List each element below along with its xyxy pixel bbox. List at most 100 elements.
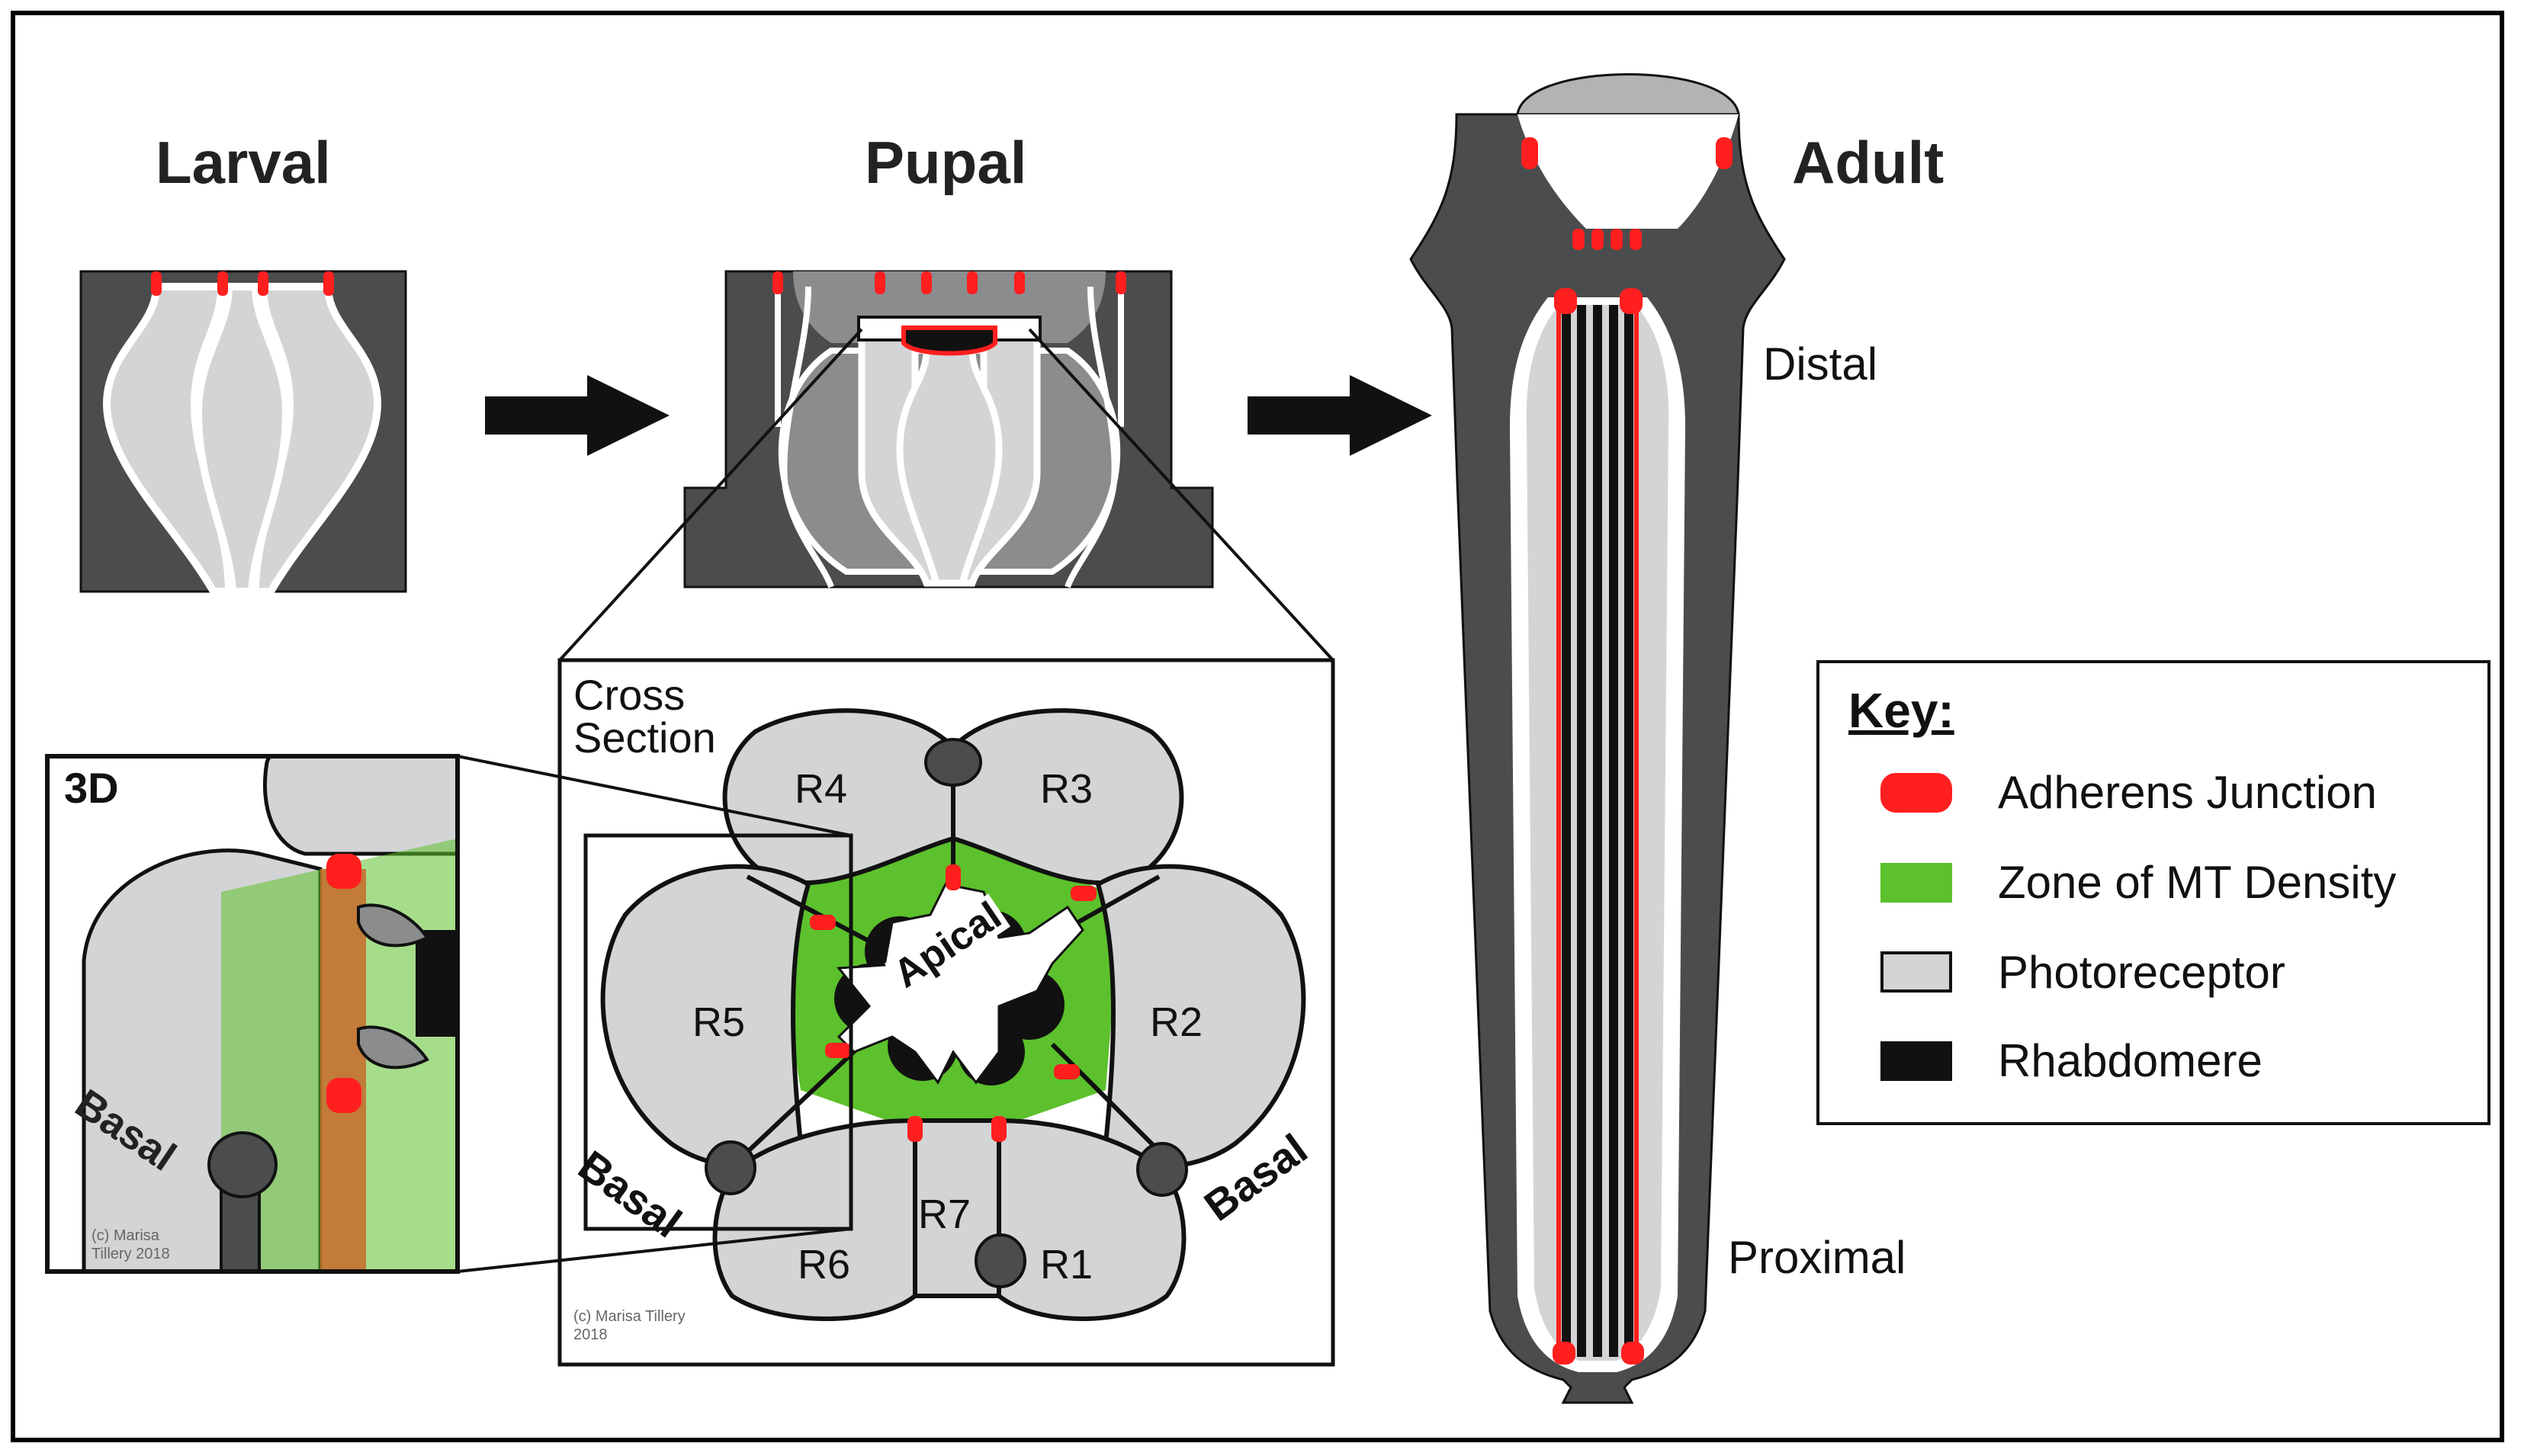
zoom-line-left [558,328,863,662]
figure-frame [11,11,2504,1442]
key-swatch-adherens-junction [1880,773,1952,813]
adherens-junction [217,271,228,296]
stage-title-adult: Adult [1792,129,1945,196]
apical-surface [837,883,1084,1085]
cross-section-title-1: Cross [573,671,686,719]
label-r5: R5 [692,999,746,1045]
key-label-adherens-junction: Adherens Junction [1998,767,2377,818]
label-distal: Distal [1763,338,1878,390]
key-swatch-mt-density [1880,863,1952,903]
adherens-junction [151,271,162,296]
key-label-rhabdomere: Rhabdomere [1998,1035,2262,1086]
adherens-junction [1572,229,1585,250]
adherens-junction [258,271,268,296]
adult-diagram [1409,73,1786,1404]
adherens-junction [326,1078,361,1113]
adherens-junction [967,271,978,294]
nucleus [207,1131,278,1198]
adherens-junction [1611,229,1623,250]
nucleus [705,1140,756,1195]
label-r6: R6 [798,1242,851,1288]
stage-title-pupal: Pupal [865,129,1027,196]
adherens-junction [1521,137,1538,169]
three-d-cell-protrusion [357,903,429,948]
pupal-diagram [683,270,1214,588]
adherens-junction [825,1043,851,1058]
adherens-junction [1071,886,1097,901]
pupal-outer-cells [775,286,1124,588]
pupal-apical-zone [901,326,997,356]
stage-title-larval: Larval [156,129,331,196]
cross-section-cells [600,708,1306,1321]
three-d-credit-2: Tillery 2018 [92,1246,170,1262]
three-d-junction-band [320,869,366,1272]
key-title: Key: [1848,683,1954,738]
cross-section-credit-1: (c) Marisa Tillery [573,1308,686,1325]
adherens-junction [810,915,836,930]
three-d-panel [45,754,460,1274]
arrow-larval-to-pupal [485,375,670,456]
cell-r5 [600,864,811,1169]
adult-rhabdomeres [1562,305,1633,1357]
key-swatch-rhabdomere [1880,1041,1952,1081]
adherens-junction [921,271,932,294]
adult-red-borders [1556,305,1639,1357]
zoom-box [583,833,853,1231]
cross-section-nuclei [705,738,1188,1288]
adult-cornea [1516,73,1740,116]
adherens-junction [323,271,334,296]
larval-diagram [79,270,407,595]
adherens-junction [991,1116,1007,1142]
label-r4: R4 [795,766,848,812]
adherens-junction [1014,271,1025,294]
adherens-junction [875,271,885,294]
zoom-line-3d-bottom [457,1227,852,1273]
adherens-junction [907,1116,923,1142]
three-d-frame [45,754,460,1274]
label-r3: R3 [1040,766,1094,812]
arrow-pupal-to-adult [1248,375,1432,456]
adherens-junction [1716,137,1733,169]
larval-photoreceptors [102,283,382,595]
zoom-line-right [1028,328,1334,662]
adherens-junction [946,864,961,890]
key-label-photoreceptor: Photoreceptor [1998,947,2285,998]
pupal-junctions [772,271,1126,294]
adherens-junction [1553,1342,1575,1365]
cell-r4 [722,708,955,886]
label-r7: R7 [918,1191,971,1237]
three-d-cell-top [262,756,458,856]
adherens-junction [1620,288,1643,314]
cell-r3 [951,708,1184,886]
three-d-rhabdomere [416,930,458,1037]
cross-section-credit-2: 2018 [573,1326,608,1343]
three-d-title: 3D [59,767,124,810]
key-swatch-photoreceptor [1880,951,1952,993]
key-label-mt-density: Zone of MT Density [1998,857,2397,908]
nucleus [975,1233,1026,1288]
three-d-credit-1: (c) Marisa [92,1227,159,1244]
adherens-junction [1054,1064,1080,1079]
adult-junctions [1521,137,1733,1365]
key-panel [1816,660,2490,1125]
adherens-junction [1621,1342,1644,1365]
adherens-junction [1591,229,1604,250]
three-d-cell-protrusion [357,1025,429,1070]
cross-section-panel [557,658,1335,1367]
nucleus [1136,1142,1188,1197]
label-proximal: Proximal [1728,1232,1906,1283]
adherens-junction [1554,288,1577,314]
label-r2: R2 [1150,999,1203,1045]
adherens-junction [1630,229,1642,250]
zoom-line-3d-top [457,755,852,837]
nucleus [924,738,982,787]
cross-section-junctions [810,864,1097,1142]
adherens-junction [1116,271,1126,294]
cross-section-title-2: Section [573,714,716,762]
larval-junctions [151,271,334,296]
label-r1: R1 [1040,1242,1094,1288]
adherens-junction [772,271,783,294]
pupal-photoreceptors [858,332,1041,587]
adherens-junction [326,854,361,889]
